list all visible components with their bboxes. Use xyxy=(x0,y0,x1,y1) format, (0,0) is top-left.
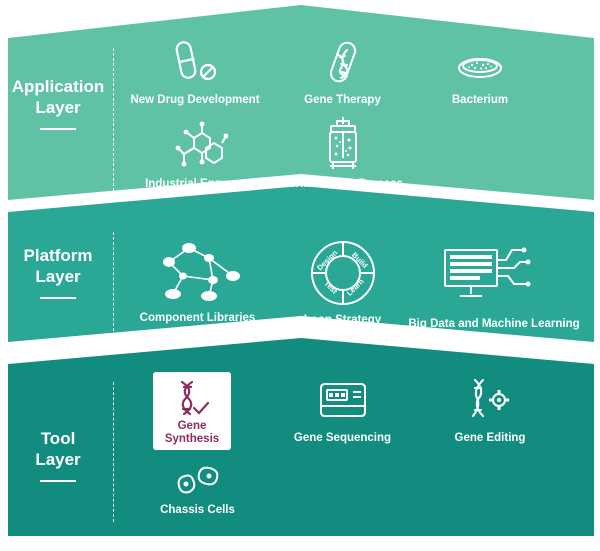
item-industrial-enzymes: Industrial Enzymes xyxy=(130,120,265,190)
dna-vial-icon xyxy=(329,41,356,83)
monitor-circuit-icon xyxy=(444,247,531,297)
item-label: Chassis Cells xyxy=(160,504,235,516)
application-title-line2: Layer xyxy=(35,98,81,117)
item-label: Gene Therapy xyxy=(304,94,381,106)
item-fermentation-process: Fermentation Process xyxy=(275,116,410,190)
dna-check-icon xyxy=(180,380,210,416)
item-label: Industrial Enzymes xyxy=(145,178,250,190)
item-bacterium: Bacterium xyxy=(430,50,530,106)
tool-separator xyxy=(113,382,114,522)
platform-separator xyxy=(113,232,114,336)
item-label: New Drug Development xyxy=(130,94,260,106)
cells-icon xyxy=(177,466,218,494)
cycle-label-learn: Learn xyxy=(344,277,365,298)
title-underline xyxy=(40,297,76,299)
application-layer-band xyxy=(8,5,594,200)
item-chassis-cells: Chassis Cells xyxy=(145,464,250,516)
platform-title-line2: Layer xyxy=(35,267,81,286)
application-layer-title: Application Layer xyxy=(0,76,116,130)
item-loop-strategy: Design Build Learn Test Loop Strategy xyxy=(285,240,400,326)
dbtl-cycle-icon: Design Build Learn Test xyxy=(310,241,375,305)
cycle-label-test: Test xyxy=(322,279,339,296)
application-title-line1: Application xyxy=(11,77,105,96)
pill-icon xyxy=(175,41,217,81)
item-label: Loop Strategy xyxy=(303,314,382,326)
item-label: Big Data and Machine Learning xyxy=(408,318,580,330)
item-label: Fermentation Process xyxy=(282,178,403,190)
item-gene-therapy: Gene Therapy xyxy=(275,40,410,106)
tool-layer-title: Tool Layer xyxy=(0,428,116,482)
item-label: Gene Sequencing xyxy=(293,432,392,444)
platform-layer-title: Platform Layer xyxy=(0,245,116,299)
bioreactor-icon xyxy=(328,117,357,169)
item-big-data-machine-learning: Big Data and Machine Learning xyxy=(404,244,584,330)
item-label: Gene Editing xyxy=(454,432,526,444)
platform-layer-band xyxy=(8,186,594,342)
petri-dish-icon xyxy=(458,58,502,78)
item-label: Component Libraries xyxy=(139,312,256,324)
application-separator xyxy=(113,48,114,196)
dna-gear-icon xyxy=(472,379,509,417)
sequencer-icon xyxy=(319,383,366,417)
gene-synthesis-line1: Gene xyxy=(177,420,207,432)
gene-synthesis-line2: Synthesis xyxy=(164,433,220,445)
item-component-libraries: Component Libraries xyxy=(130,240,265,324)
item-label: Bacterium xyxy=(451,94,509,106)
item-gene-synthesis-card: Gene Synthesis xyxy=(153,372,231,450)
item-gene-sequencing: Gene Sequencing xyxy=(280,380,405,444)
tool-title-line1: Tool xyxy=(40,429,76,448)
network-nodes-icon xyxy=(162,243,240,301)
title-underline xyxy=(40,480,76,482)
platform-title-line1: Platform xyxy=(23,246,93,265)
molecule-icon xyxy=(175,121,228,167)
title-underline xyxy=(40,128,76,130)
gene-synthesis-label: Gene Synthesis xyxy=(153,420,231,446)
item-new-drug-development: New Drug Development xyxy=(120,40,270,106)
tool-title-line2: Layer xyxy=(35,450,81,469)
item-gene-editing: Gene Editing xyxy=(440,376,540,444)
